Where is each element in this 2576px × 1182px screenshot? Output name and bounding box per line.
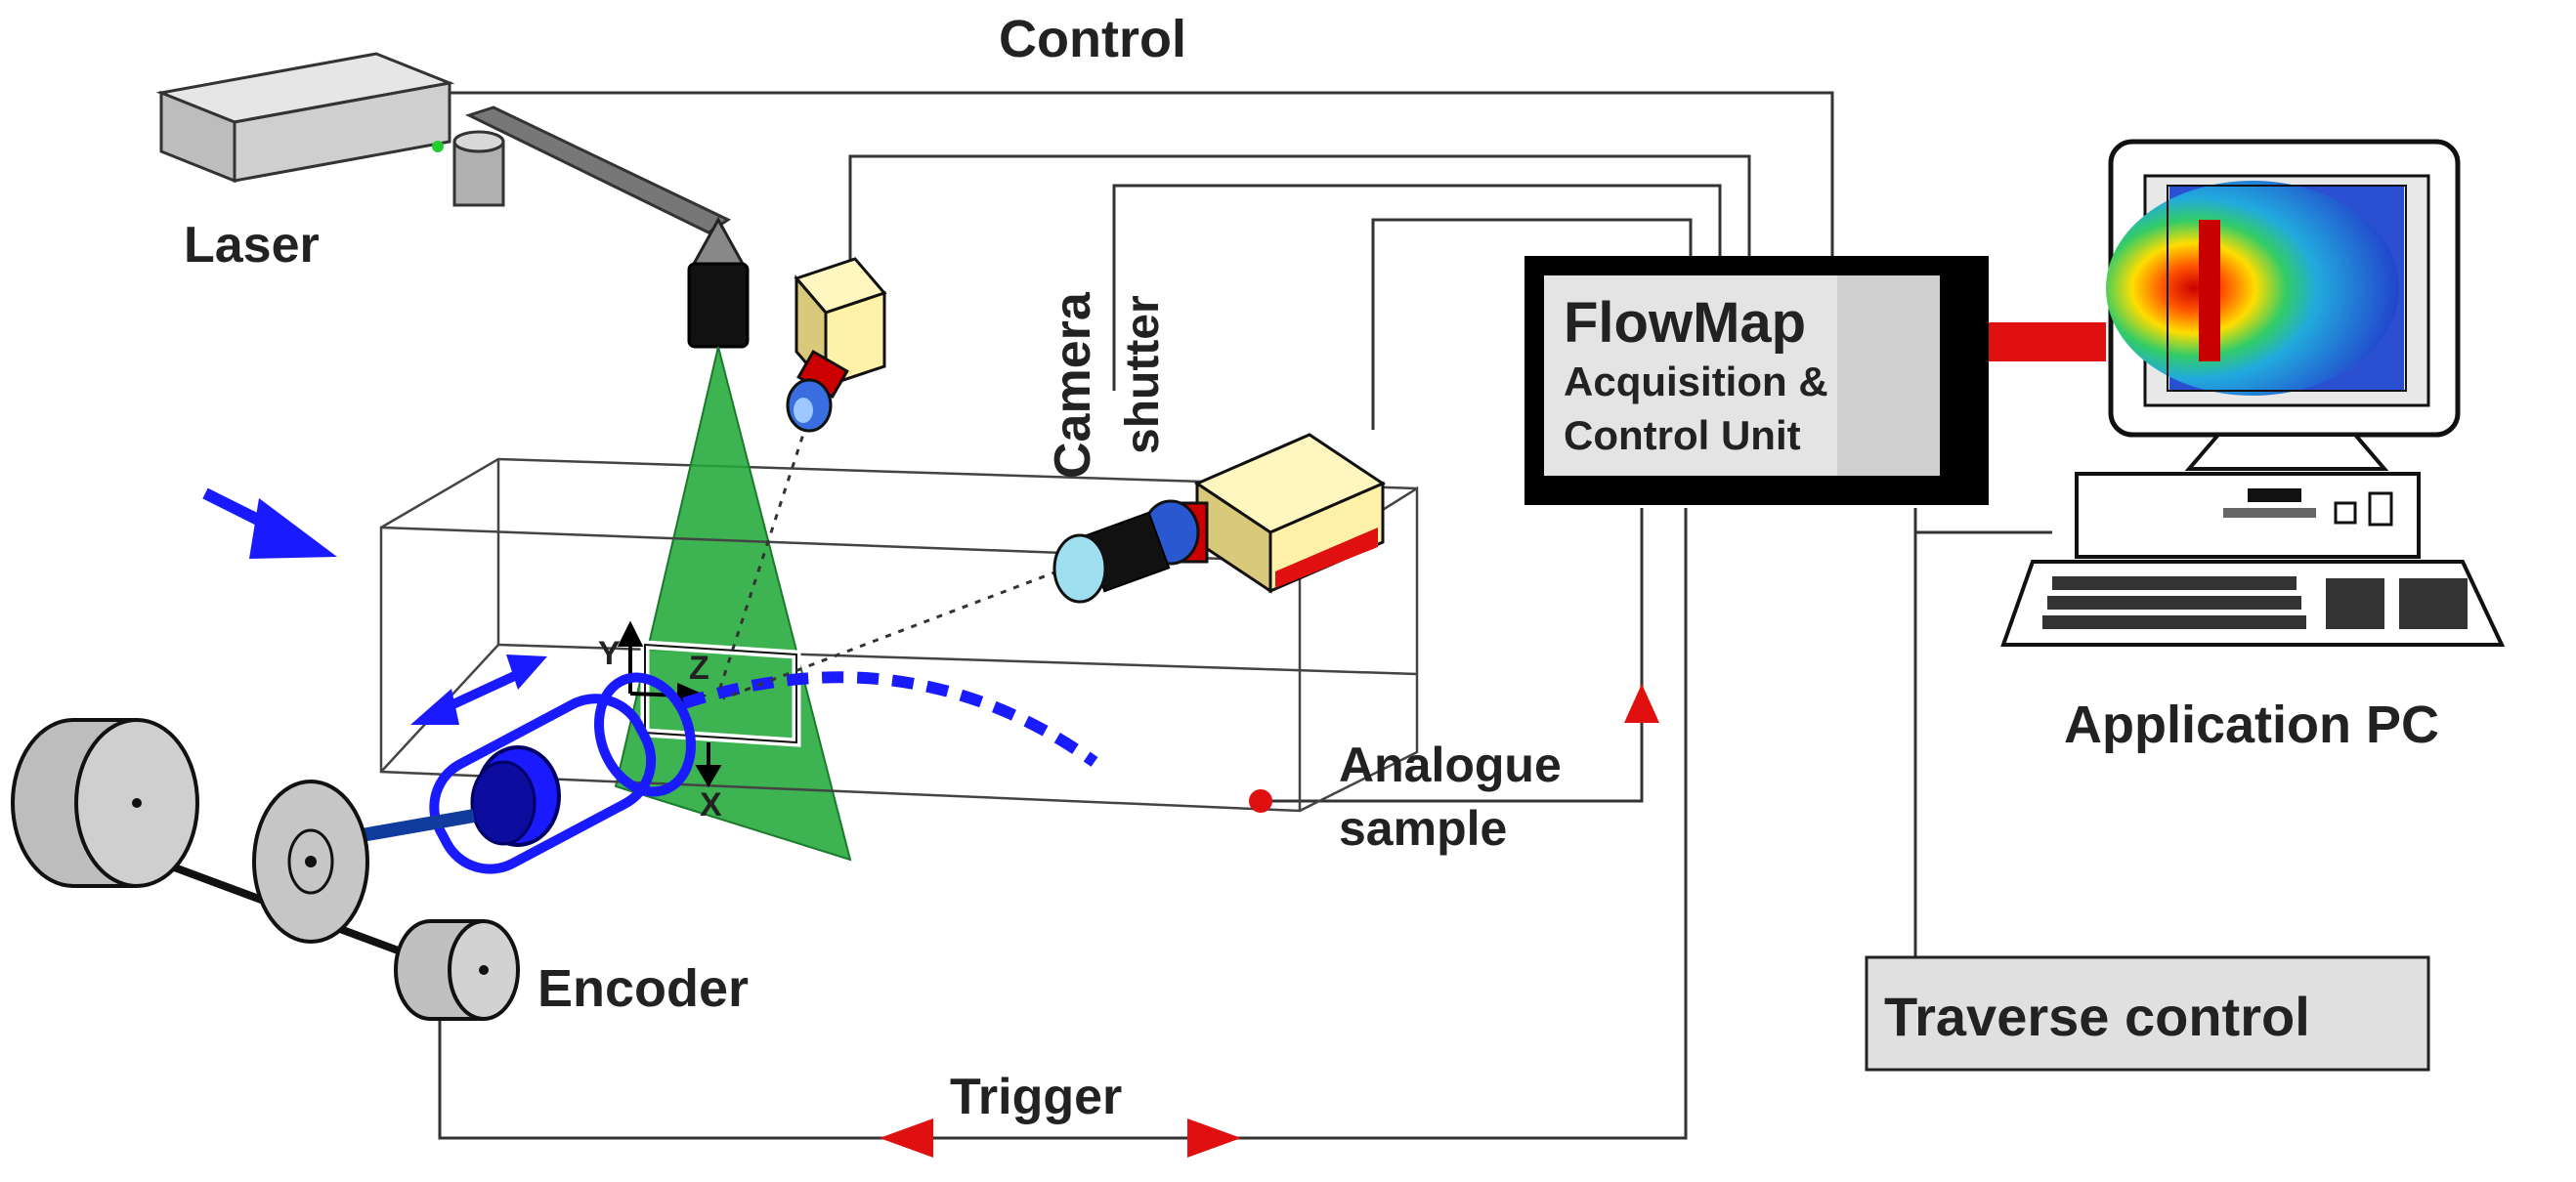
- flowmap-line3: Control Unit: [1564, 412, 1801, 458]
- application-pc: [2000, 139, 2506, 647]
- flowmap-unit: [1524, 256, 1989, 505]
- laser-unit: [155, 52, 750, 349]
- camera-top: [786, 257, 887, 433]
- sample-label: sample: [1339, 801, 1507, 856]
- traverse-control-box: [1865, 955, 2430, 1072]
- wiring: [410, 91, 2052, 1140]
- shutter-label: shutter: [1117, 295, 1169, 454]
- motor-drive: [11, 718, 471, 981]
- trigger-arrows-icon: [880, 1119, 1241, 1158]
- measurement-window: [640, 640, 801, 747]
- flowmap-line2: Acquisition &: [1564, 359, 1828, 404]
- traverse-mechanism: [321, 672, 697, 874]
- traverse-double-arrow-icon: [410, 654, 547, 725]
- encoder-label: Encoder: [537, 959, 749, 1018]
- axis-z-label: Z: [689, 650, 709, 687]
- analogue-label: Analogue: [1339, 738, 1562, 792]
- laser-label: Laser: [184, 217, 320, 274]
- flowmap-title: FlowMap: [1564, 291, 1806, 355]
- encoder-device: [394, 919, 520, 1021]
- traverse-control-label: Traverse control: [1884, 986, 2310, 1047]
- unit-to-pc-link: [1989, 322, 2106, 361]
- camera-right: [1052, 433, 1387, 604]
- control-label: Control: [999, 10, 1186, 68]
- camera-view-lines: [716, 409, 1071, 700]
- particle-trajectory: [682, 671, 1098, 767]
- trigger-label: Trigger: [950, 1069, 1122, 1125]
- axis-y-label: Y: [598, 635, 621, 672]
- camera-label: Camera: [1045, 291, 1101, 479]
- flow-direction-arrow-icon: [202, 487, 337, 559]
- analogue-sample-point: [1249, 789, 1272, 813]
- axis-x-label: X: [700, 786, 722, 823]
- application-pc-label: Application PC: [2064, 696, 2439, 754]
- analogue-signal-arrow-icon: [1624, 684, 1659, 723]
